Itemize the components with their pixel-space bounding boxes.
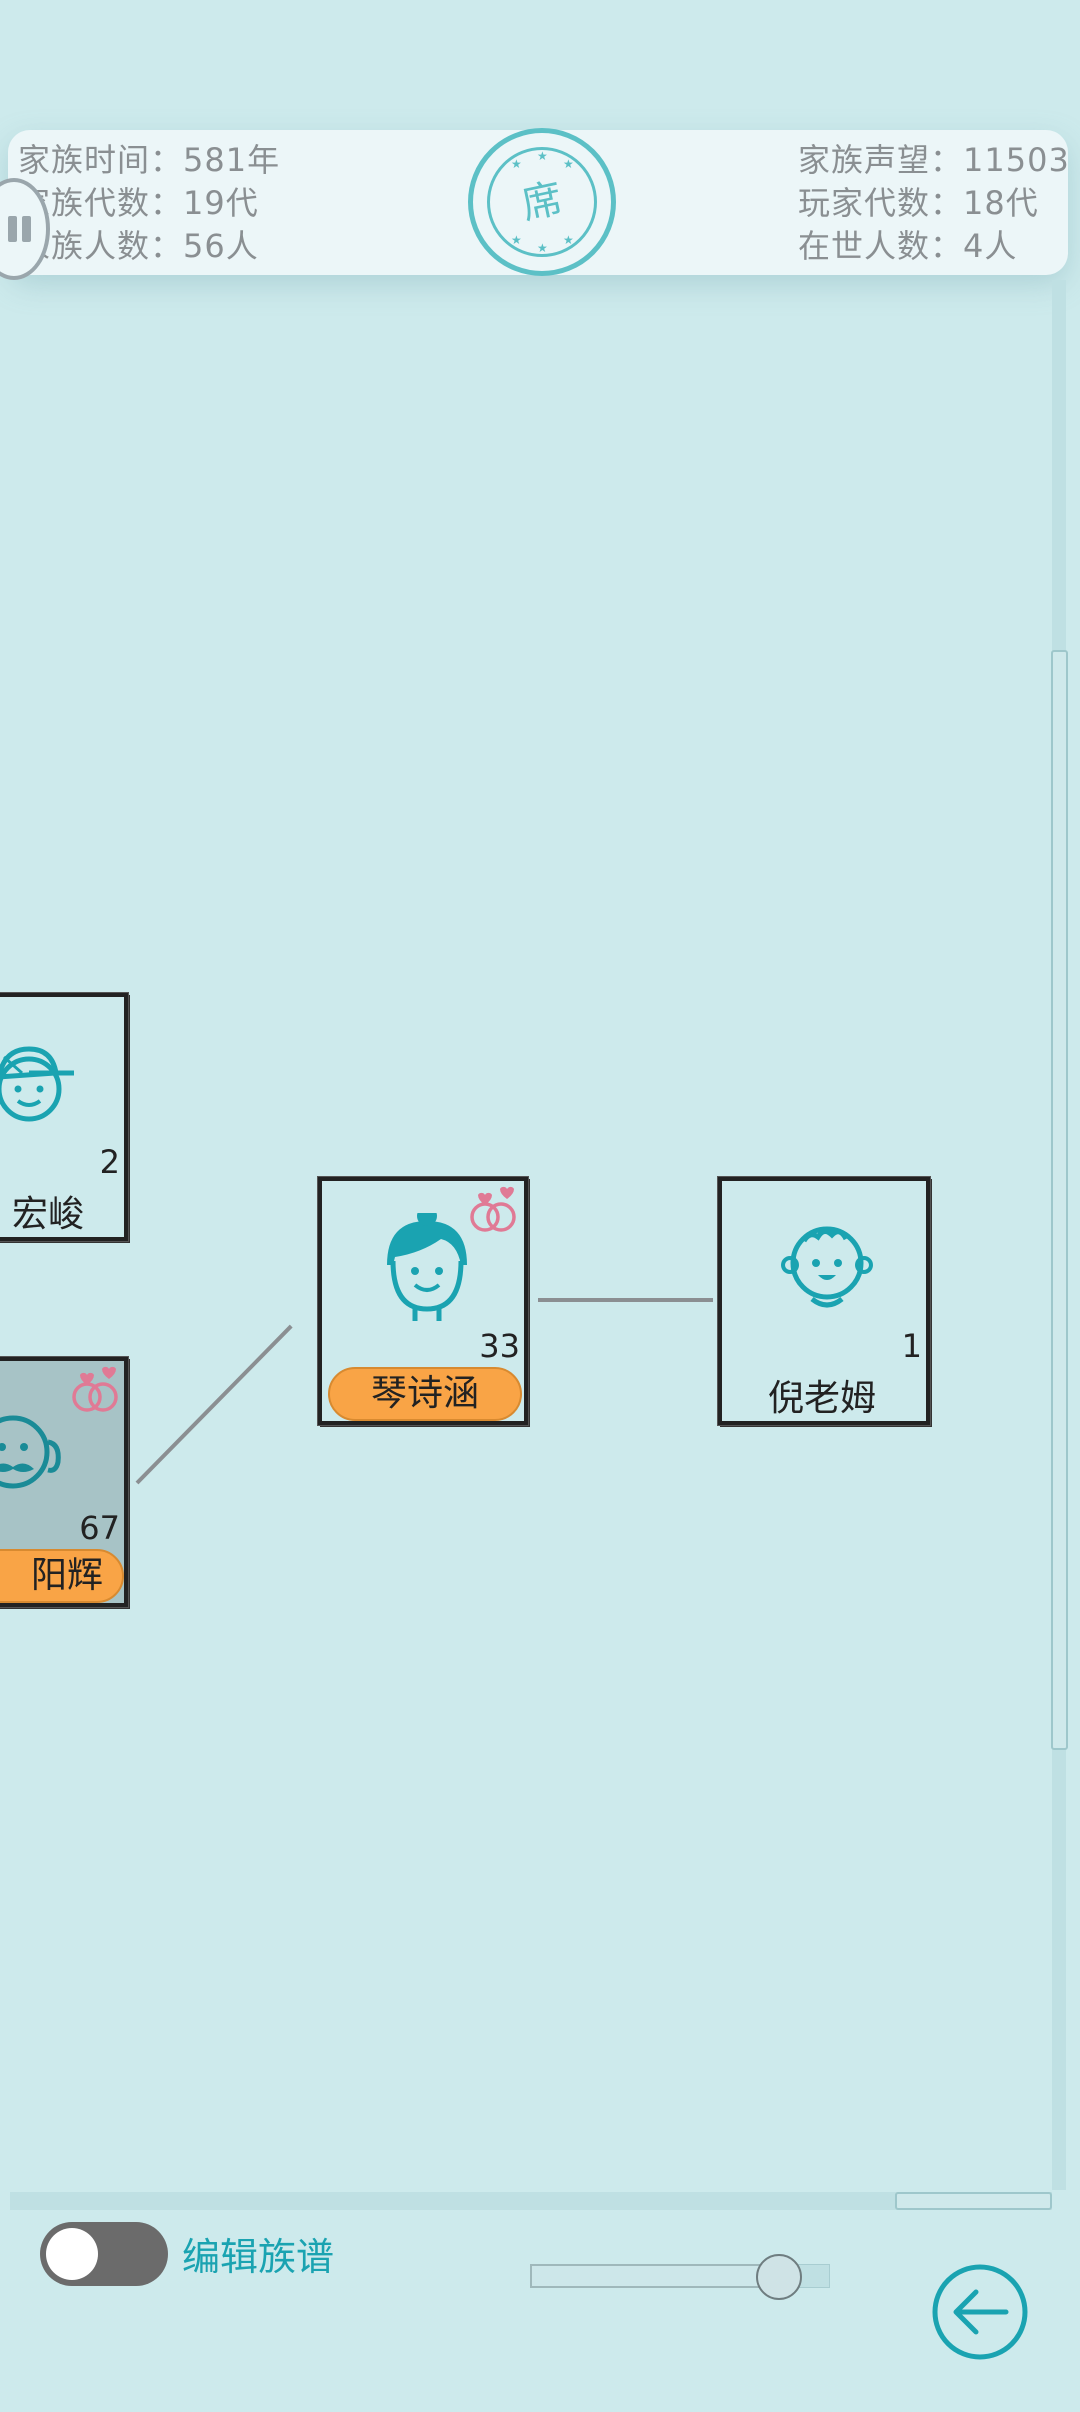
person-name-pill: 琴诗涵 (328, 1367, 522, 1421)
horizontal-scrollbar-thumb[interactable] (895, 2192, 1052, 2210)
boy-cap-icon (0, 1046, 74, 1122)
edit-family-tree-toggle[interactable] (40, 2222, 168, 2286)
person-card-hongjun[interactable]: 2 宏峻 (0, 993, 128, 1241)
woman-icon (387, 1213, 467, 1321)
person-card-nilaomu[interactable]: 1 倪老姆 (718, 1177, 930, 1425)
family-generations: 家族代数：19代 (18, 184, 259, 222)
person-card-yanghui[interactable]: 67 阳辉 (0, 1357, 128, 1607)
marriage-connector (538, 1298, 713, 1302)
toggle-knob (46, 2228, 98, 2280)
person-age: 1 (901, 1327, 922, 1365)
person-card-qinshihan[interactable]: 33 琴诗涵 (318, 1177, 528, 1425)
lineage-connector (135, 1324, 293, 1485)
family-seal-stamp: ★ ★ ★ ★ ★ ★ 席 (468, 128, 616, 276)
zoom-slider-fill (530, 2264, 778, 2288)
family-prestige: 家族声望：11503 (798, 141, 1070, 179)
person-name: 宏峻 (12, 1194, 85, 1235)
player-generations: 玩家代数：18代 (798, 184, 1039, 222)
family-population: 家族人数：56人 (18, 227, 259, 265)
old-man-mustache-icon (0, 1415, 61, 1489)
seal-character: 席 (517, 175, 567, 229)
horizontal-scrollbar-track[interactable] (10, 2192, 1052, 2210)
person-age: 33 (479, 1327, 520, 1365)
edit-family-tree-label: 编辑族谱 (182, 2235, 335, 2279)
zoom-slider-knob[interactable] (756, 2254, 802, 2300)
vertical-scrollbar-thumb[interactable] (1051, 650, 1068, 1750)
person-name-pill: 阳辉 (0, 1549, 124, 1603)
back-arrow-icon[interactable] (930, 2262, 1030, 2362)
family-info-panel: 家族时间：581年 家族代数：19代 家族人数：56人 ★ ★ ★ ★ ★ ★ … (8, 128, 1070, 276)
person-name: 倪老姆 (768, 1378, 877, 1419)
person-age: 67 (79, 1509, 120, 1547)
wedding-rings-icon (470, 1186, 516, 1232)
wedding-rings-icon (72, 1366, 118, 1412)
living-count: 在世人数：4人 (798, 227, 1018, 265)
family-time: 家族时间：581年 (18, 141, 281, 179)
baby-icon (781, 1226, 873, 1308)
person-age: 2 (99, 1143, 120, 1181)
